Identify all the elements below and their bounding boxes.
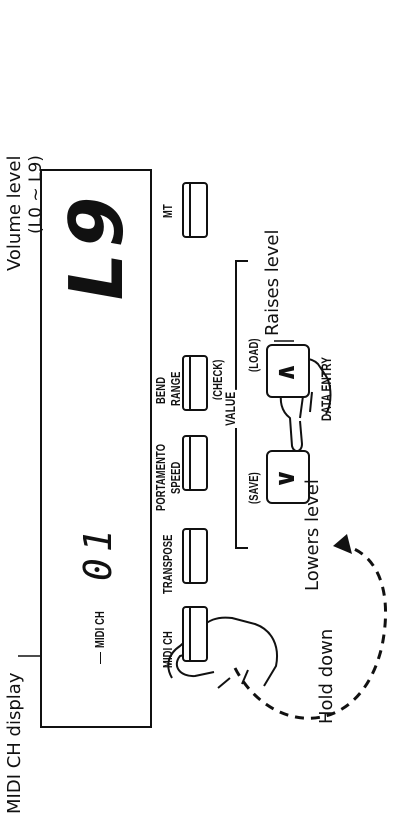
transpose-button[interactable] (182, 528, 208, 584)
load-label: (LOAD) (246, 338, 261, 372)
bend-range-button[interactable] (182, 355, 208, 411)
bend-button-label-2: RANGE (168, 371, 183, 406)
portamento-button-label-1: PORTAMENTO (153, 443, 168, 511)
volume-range-label: (L0 ~ L9) (26, 155, 46, 234)
chevron-down-icon: ∨ (271, 467, 301, 489)
midi-ch-button-label: MIDI CH (160, 631, 175, 668)
mt-button[interactable] (182, 182, 208, 238)
lcd-label: MIDI CH (92, 611, 107, 648)
mt-button-label: MT (160, 204, 175, 218)
curved-dashed-arrow (233, 544, 388, 720)
raises-level-label: Raises level (262, 229, 283, 337)
lcd-level-readout: L9 (54, 182, 140, 309)
save-label: (SAVE) (246, 472, 261, 504)
data-entry-label: DATA ENTRY (318, 356, 334, 421)
hold-down-label: Hold down (316, 628, 337, 724)
portamento-button-label-2: SPEED (168, 461, 183, 494)
arrow-head-icon (333, 534, 352, 554)
bend-button-label-1: BEND (153, 376, 168, 404)
portamento-speed-button[interactable] (182, 435, 208, 491)
midi-ch-button[interactable] (182, 606, 208, 662)
lcd-display: MIDI CH 01 L9 (40, 169, 152, 728)
lowers-level-label: Lowers level (302, 479, 323, 591)
left-hand-icon (167, 616, 278, 689)
midi-ch-display-label: MIDI CH display (4, 672, 25, 814)
chevron-up-icon: ∧ (271, 361, 301, 383)
volume-level-label: Volume level (4, 155, 25, 271)
value-up-button[interactable]: ∧ (266, 344, 310, 398)
value-label: VALUE (222, 389, 238, 428)
transpose-button-label: TRANSPOSE (160, 534, 175, 594)
lcd-channel-readout: 01 (76, 523, 120, 581)
lcd-label-rule (100, 652, 101, 664)
